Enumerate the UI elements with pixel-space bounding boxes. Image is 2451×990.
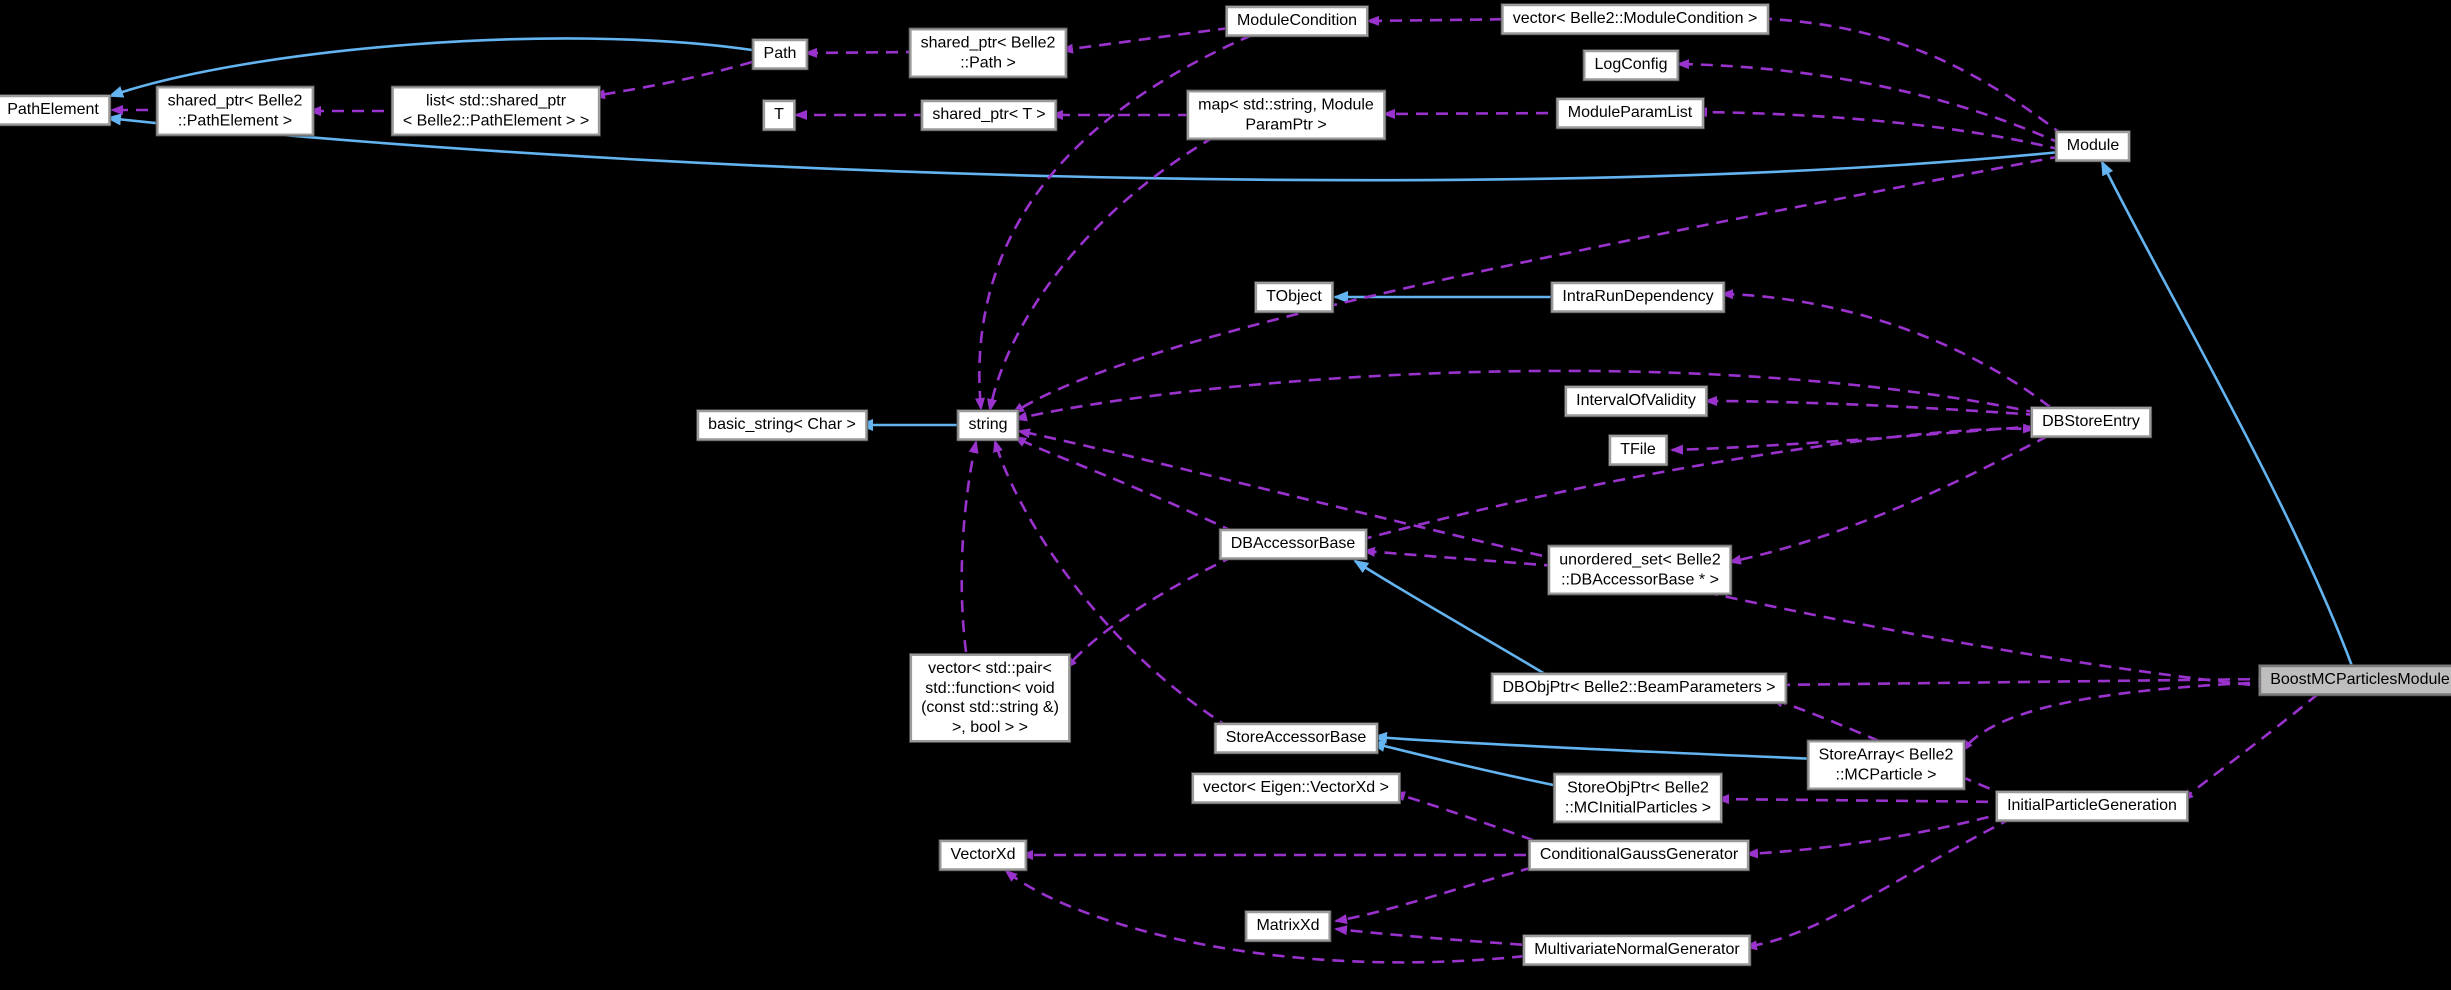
edge-storeaccessorbase-to-string (993, 439, 1231, 730)
edge-unordered_set_dbaccessorbase-to-dbaccessorbase (1362, 546, 1557, 568)
node-modulecondition[interactable]: ModuleCondition (1225, 6, 1369, 36)
edge-boostmcparticlesmodule-to-module (2100, 160, 2354, 667)
node-matrixxd[interactable]: MatrixXd (1245, 911, 1331, 941)
node-list_sp_pathelement[interactable]: list< std::shared_ptr < Belle2::PathElem… (391, 86, 601, 136)
edge-dbstoreentry-to-intrarundependency (1720, 289, 2051, 409)
node-basic_string[interactable]: basic_string< Char > (697, 410, 867, 440)
edge-multivariatenormalgenerator-to-vectorxd (1004, 869, 1545, 964)
node-intrarundependency[interactable]: IntraRunDependency (1551, 282, 1725, 312)
node-multivariatenormalgenerator[interactable]: MultivariateNormalGenerator (1523, 935, 1751, 965)
edge-module-to-vector_modulecondition (1748, 13, 2065, 138)
edge-dbstoreentry-to-string (1014, 369, 2039, 422)
edge-dbaccessorbase-to-string (1013, 435, 1235, 534)
edge-moduleparamlist-to-map_moduleparamptr (1382, 108, 1569, 119)
node-unordered_set_dbaccessorbase[interactable]: unordered_set< Belle2 ::DBAccessorBase *… (1548, 545, 1732, 595)
edge-storeobjptr_mcinitialparticles-to-storeaccessorbase (1370, 740, 1564, 789)
edge-map_moduleparamptr-to-string (987, 135, 1215, 412)
edge-boostmcparticlesmodule-to-initialparticlegeneration (2180, 692, 2319, 802)
node-vector_pair_function[interactable]: vector< std::pair< std::function< void (… (910, 653, 1070, 743)
node-dbaccessorbase[interactable]: DBAccessorBase (1219, 529, 1367, 559)
edge-initialparticlegeneration-to-storeobjptr_mcinitialparticles (1716, 794, 2009, 805)
edge-dbobjptr_beamparameters-to-dbaccessorbase (1353, 559, 1546, 676)
edge-dbstoreentry-to-intervalofvalidity (1704, 396, 2039, 417)
node-sp_pathelement[interactable]: shared_ptr< Belle2 ::PathElement > (156, 86, 314, 136)
edge-module-to-string (1011, 154, 2063, 415)
node-tobject[interactable]: TObject (1255, 282, 1333, 312)
edge-module-to-moduleparamlist (1694, 107, 2063, 152)
edge-multivariatenormalgenerator-to-matrixxd (1334, 925, 1543, 948)
node-map_moduleparamptr[interactable]: map< std::string, Module ParamPtr > (1187, 90, 1385, 140)
node-intervalofvalidity[interactable]: IntervalOfValidity (1565, 386, 1707, 416)
edge-module-to-logconfig (1676, 59, 2063, 146)
node-vector_eigen_vectorxd[interactable]: vector< Eigen::VectorXd > (1192, 773, 1400, 803)
edge-dbstoreentry-to-unordered_set_dbaccessorbase (1728, 434, 2049, 565)
node-conditionalgaussgenerator[interactable]: ConditionalGaussGenerator (1528, 840, 1750, 870)
node-dbobjptr_beamparameters[interactable]: DBObjPtr< Belle2::BeamParameters > (1491, 673, 1787, 703)
edge-conditionalgaussgenerator-to-matrixxd (1334, 860, 1553, 924)
node-sp_t[interactable]: shared_ptr< T > (921, 100, 1057, 130)
edge-modulecondition-to-sp_path (1060, 26, 1231, 54)
node-module[interactable]: Module (2055, 131, 2131, 161)
node-path[interactable]: Path (752, 39, 808, 69)
edge-sp_path-to-path (804, 47, 919, 58)
node-dbstoreentry[interactable]: DBStoreEntry (2031, 407, 2151, 437)
node-tfile[interactable]: TFile (1609, 435, 1667, 465)
node-boostmcparticlesmodule: BoostMCParticlesModule (2259, 665, 2451, 695)
edge-conditionalgaussgenerator-to-vector_eigen_vectorxd (1392, 791, 1553, 849)
node-vectorxd[interactable]: VectorXd (939, 840, 1027, 870)
node-pathelement[interactable]: PathElement (0, 95, 110, 125)
edge-boostmcparticlesmodule-to-dbobjptr_beamparameters (1770, 677, 2271, 690)
node-sp_path[interactable]: shared_ptr< Belle2 ::Path > (909, 28, 1067, 78)
edge-path-to-pathelement (108, 37, 753, 98)
edge-module-to-pathelement (106, 113, 2061, 182)
edge-dbaccessorbase-to-dbstoreentry (1359, 423, 2036, 542)
node-string[interactable]: string (957, 410, 1019, 440)
edge-initialparticlegeneration-to-multivariatenormalgenerator (1744, 816, 2013, 951)
edge-dbaccessorbase-to-vector_pair_function (1064, 554, 1235, 670)
edge-initialparticlegeneration-to-conditionalgaussgenerator (1745, 810, 2009, 859)
node-storeaccessorbase[interactable]: StoreAccessorBase (1214, 723, 1378, 753)
node-storeobjptr_mcinitialparticles[interactable]: StoreObjPtr< Belle2 ::MCInitialParticles… (1553, 773, 1723, 823)
edge-path-to-list_sp_pathelement (592, 60, 753, 100)
edge-storearray_mcparticle-to-storeaccessorbase (1372, 731, 1819, 761)
node-initialparticlegeneration[interactable]: InitialParticleGeneration (1996, 791, 2188, 821)
edge-dbstoreentry-to-tfile (1670, 424, 2039, 455)
node-storearray_mcparticle[interactable]: StoreArray< Belle2 ::MCParticle > (1807, 740, 1965, 790)
edge-boostmcparticlesmodule-to-storearray_mcparticle (1960, 680, 2271, 753)
node-vector_modulecondition[interactable]: vector< Belle2::ModuleCondition > (1501, 4, 1769, 34)
node-logconfig[interactable]: LogConfig (1583, 50, 1679, 80)
edge-modulecondition-to-string (975, 33, 1253, 411)
edge-vector_modulecondition-to-modulecondition (1366, 15, 1523, 26)
node-t[interactable]: T (763, 100, 795, 130)
node-moduleparamlist[interactable]: ModuleParamList (1556, 98, 1704, 128)
edge-vector_pair_function-to-string (960, 440, 979, 653)
